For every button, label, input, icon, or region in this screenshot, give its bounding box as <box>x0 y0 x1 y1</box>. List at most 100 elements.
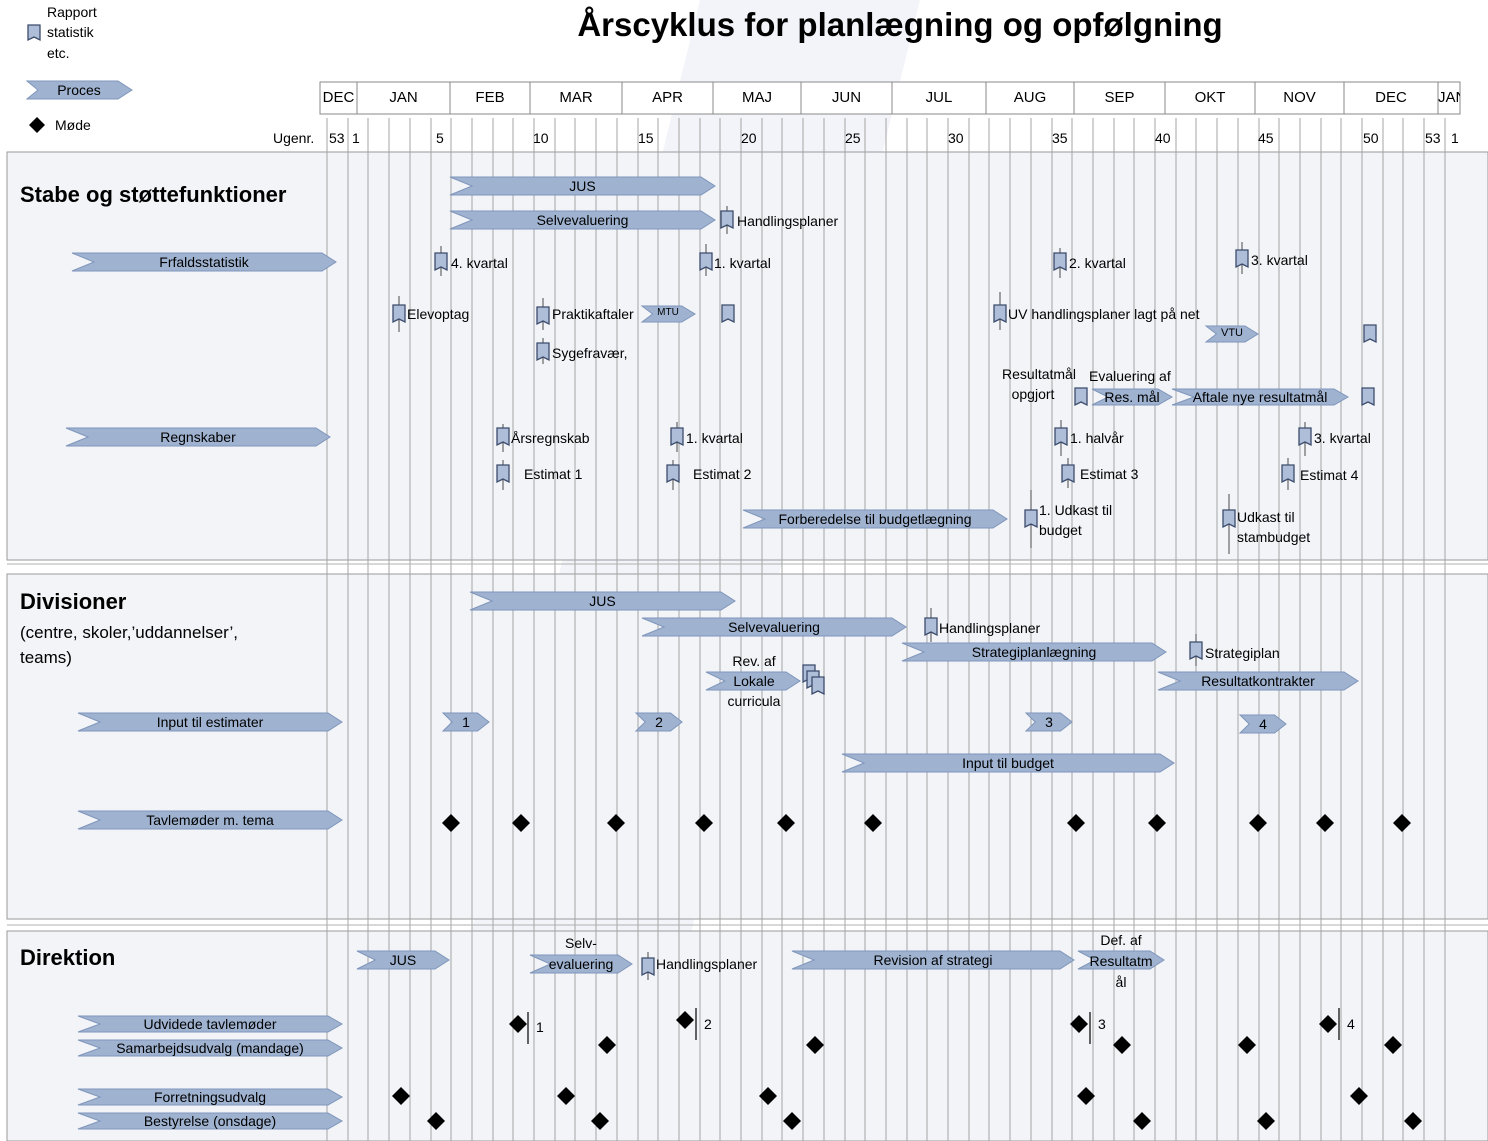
process-label: 2 <box>655 714 663 730</box>
row-label-bestyrelse: Bestyrelse (onsdage) <box>143 1113 277 1129</box>
report-icon <box>670 427 684 447</box>
meeting-diamond <box>864 814 882 832</box>
week-number: 15 <box>638 130 654 146</box>
process-arrow <box>1157 671 1359 691</box>
month-label: JAN <box>1438 89 1460 106</box>
milestone-label: Årsregnskab <box>511 430 590 446</box>
row-label-input-estimater: Input til estimater <box>156 714 264 730</box>
milestone-label: Strategiplan <box>1205 645 1280 661</box>
meeting-diamond <box>442 814 460 832</box>
report-icon <box>1361 387 1375 407</box>
report-icon <box>721 304 735 324</box>
process-label: evaluering <box>548 956 614 972</box>
milestone-label: Elevoptag <box>407 306 470 322</box>
report-icon <box>1363 324 1377 344</box>
process-arrow <box>742 509 1008 529</box>
process-label: Def. af <box>1100 932 1142 948</box>
report-icons <box>392 206 1377 980</box>
process-label: JUS <box>389 952 417 968</box>
meeting-diamond <box>1070 1015 1088 1033</box>
week-number: 40 <box>1155 130 1171 146</box>
process-arrow <box>1077 950 1165 970</box>
week-number: 53 <box>1425 130 1441 146</box>
process-label: curricula <box>727 693 781 709</box>
report-icon <box>496 464 510 484</box>
milestone-label: 2. kvartal <box>1069 255 1126 271</box>
process-label: Selvevaluering <box>536 212 629 228</box>
process-arrow <box>640 305 696 323</box>
process-arrow <box>449 176 716 196</box>
week-label: Ugenr. <box>273 130 315 146</box>
process-arrow <box>65 427 331 447</box>
process-label: Resultatkontrakter <box>1201 673 1315 689</box>
month-label: DEC <box>1375 89 1407 106</box>
meeting-diamonds <box>392 814 1422 1130</box>
process-arrow <box>441 712 490 732</box>
process-arrow <box>1238 714 1287 734</box>
row-label-frfaldsstatistik: Frfaldsstatistik <box>159 254 249 270</box>
month-label: MAR <box>559 89 593 106</box>
week-number: 35 <box>1052 130 1068 146</box>
meeting-diamond <box>598 1036 616 1054</box>
milestone-label: 4 <box>1347 1016 1355 1032</box>
meeting-diamond <box>392 1087 410 1105</box>
process-arrow <box>841 753 1175 773</box>
milestone-label: 4. kvartal <box>451 255 508 271</box>
process-label: Res. mål <box>1104 389 1160 405</box>
report-icon <box>1074 387 1088 407</box>
milestone-label: Handlingsplaner <box>656 956 758 972</box>
report-icon <box>496 427 510 447</box>
meeting-diamond <box>1067 814 1085 832</box>
process-label: Strategiplanlægning <box>971 644 1097 660</box>
week-number: 10 <box>533 130 549 146</box>
report-icon <box>699 252 713 272</box>
milestone-label: 1. Udkast til <box>1039 502 1113 518</box>
month-label: OKT <box>1194 89 1226 106</box>
report-icon <box>1235 249 1249 269</box>
process-arrow <box>1024 712 1073 732</box>
legend-process-label: Proces <box>57 82 101 98</box>
meeting-diamond <box>591 1112 609 1130</box>
process-label: MTU <box>657 307 679 318</box>
process-label: 4 <box>1259 716 1267 732</box>
report-icon <box>720 210 734 230</box>
report-icon <box>1024 509 1038 529</box>
report-legend-icon <box>27 24 41 42</box>
process-arrow <box>449 210 716 230</box>
report-icon <box>1054 427 1068 447</box>
report-icon <box>1061 464 1075 484</box>
month-label: FEB <box>475 89 505 106</box>
meeting-diamond <box>777 814 795 832</box>
month-label: JAN <box>389 89 418 106</box>
week-number: 1 <box>352 130 360 146</box>
process-label: Lokale <box>733 673 775 689</box>
month-label: MAJ <box>742 89 772 106</box>
milestone-label: UV handlingsplaner lagt på net <box>1008 306 1200 322</box>
milestone-label: opgjort <box>1011 386 1055 402</box>
milestone-label: Estimat 4 <box>1300 467 1359 483</box>
milestone-label: budget <box>1039 522 1082 538</box>
week-number: 50 <box>1363 130 1379 146</box>
milestone-label: 1. kvartal <box>686 430 743 446</box>
report-icon <box>666 464 680 484</box>
month-label: JUN <box>831 89 862 106</box>
process-arrow <box>77 1112 344 1130</box>
milestone-label: Handlingsplaner <box>939 620 1041 636</box>
milestone-label: 3. kvartal <box>1314 430 1371 446</box>
meeting-diamond <box>1077 1087 1095 1105</box>
process-arrows <box>65 176 1359 1130</box>
meeting-diamond <box>1148 814 1166 832</box>
meeting-diamond <box>806 1036 824 1054</box>
report-icon <box>392 304 406 324</box>
meeting-diamond <box>427 1112 445 1130</box>
process-label: Resultatm <box>1089 953 1153 969</box>
process-label: 1 <box>462 714 470 730</box>
process-arrow <box>77 1015 344 1033</box>
legend-report-line2: statistik <box>47 24 94 40</box>
report-icon <box>1298 427 1312 447</box>
milestone-label: Evaluering af <box>1089 368 1171 384</box>
meeting-legend-icon <box>29 117 45 133</box>
meeting-diamond <box>557 1087 575 1105</box>
meeting-diamond <box>1249 814 1267 832</box>
